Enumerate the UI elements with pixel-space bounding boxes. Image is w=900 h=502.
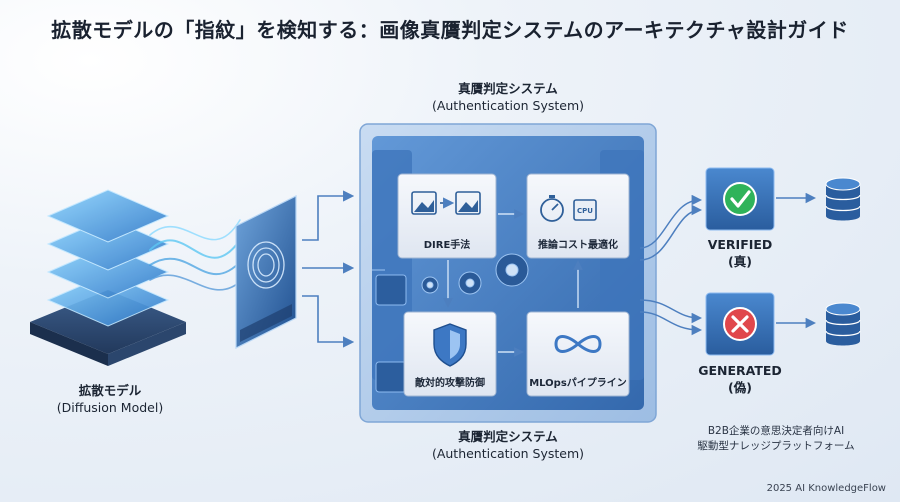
diffusion-model-label: 拡散モデル (Diffusion Model): [56, 383, 164, 415]
cpu-chip-label: CPU: [577, 207, 593, 215]
module-card-dire: [397, 173, 497, 259]
page-title: 拡散モデルの「指紋」を検知する：画像真贋判定システムのアーキテクチャ設計ガイド: [51, 18, 849, 42]
fingerprint-card: [235, 195, 297, 349]
module-card-cost: [526, 173, 630, 259]
output-arrows: [639, 192, 817, 336]
diffusion-model-stack: [30, 189, 186, 366]
module-label-dire: DIRE手法: [423, 240, 471, 251]
database-icon: [825, 177, 861, 221]
credit-text: 2025 AI KnowledgeFlow: [766, 483, 886, 494]
system-label-bottom: 真贋判定システム (Authentication System): [431, 429, 585, 461]
input-arrows: [302, 190, 355, 348]
module-label-cost: 推論コスト最適化: [538, 240, 618, 251]
module-card-defense: [403, 311, 497, 397]
module-label-mlops: MLOpsパイプライン: [529, 378, 627, 389]
verified-label: VERIFIED (真): [707, 237, 773, 269]
module-label-defense: 敵対的攻撃防御: [415, 378, 485, 389]
verified-box: [705, 167, 775, 231]
database-icon: [825, 302, 861, 346]
internal-arrows: [443, 209, 583, 357]
module-card-mlops: [526, 311, 630, 397]
gears: [421, 253, 529, 295]
system-label-top: 真贋判定システム (Authentication System): [431, 81, 585, 113]
data-stream: [149, 219, 243, 291]
generated-box: [705, 292, 775, 356]
brand-tagline: B2B企業の意思決定者向けAI 駆動型ナレッジプラットフォーム: [697, 425, 855, 452]
generated-label: GENERATED (偽): [698, 363, 782, 395]
